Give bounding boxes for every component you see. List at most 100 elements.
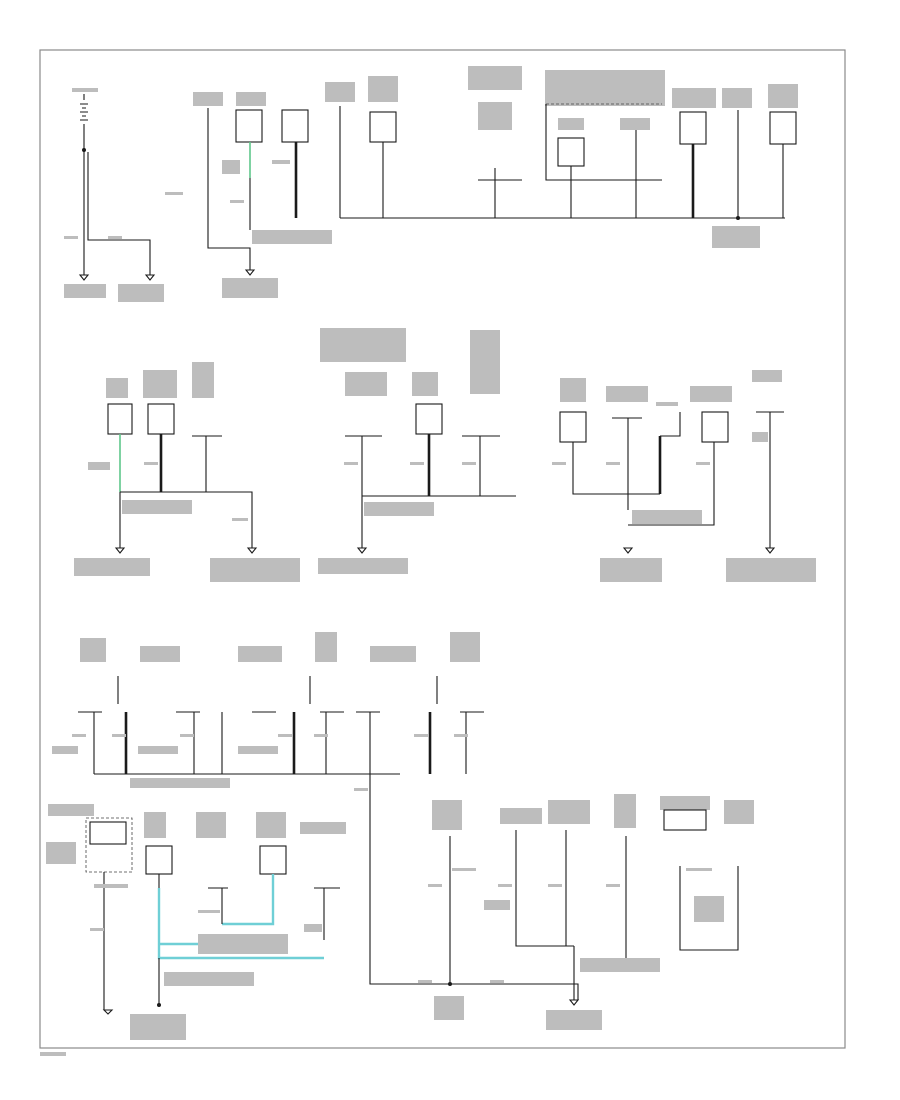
wire-label bbox=[548, 884, 562, 887]
component-group-mid-left bbox=[74, 362, 300, 582]
component-box bbox=[701, 411, 729, 443]
wire-label bbox=[344, 462, 358, 465]
wire-label bbox=[232, 518, 248, 521]
ground-point-label bbox=[726, 558, 816, 582]
component-label bbox=[193, 92, 223, 106]
wire-label bbox=[752, 432, 768, 442]
splice bbox=[448, 982, 452, 986]
note-label bbox=[48, 804, 94, 816]
ground-symbol bbox=[356, 547, 368, 554]
wire bbox=[345, 435, 516, 548]
splice-label bbox=[580, 958, 660, 972]
component-group-mid-center bbox=[318, 328, 516, 574]
component-label bbox=[325, 82, 355, 102]
wire-label bbox=[272, 160, 290, 164]
splice-label bbox=[130, 778, 230, 788]
component-box bbox=[145, 845, 173, 875]
wire bbox=[572, 412, 681, 510]
note-label bbox=[320, 328, 406, 362]
section-top bbox=[64, 66, 798, 302]
ground-point-label bbox=[118, 284, 164, 302]
footer-id-mark bbox=[40, 1052, 66, 1056]
splice bbox=[736, 216, 740, 220]
wire bbox=[478, 168, 522, 218]
battery-wires bbox=[83, 150, 151, 275]
ground-symbol bbox=[568, 946, 580, 1006]
component-label bbox=[256, 812, 286, 838]
wire bbox=[449, 830, 739, 984]
component-box bbox=[559, 411, 587, 443]
wire-label bbox=[108, 236, 122, 239]
wire-label bbox=[112, 734, 126, 737]
component-label bbox=[106, 378, 128, 398]
component-label bbox=[656, 402, 678, 406]
wire-label bbox=[90, 928, 104, 931]
component-box bbox=[557, 137, 585, 167]
component-label bbox=[143, 370, 177, 398]
component-box bbox=[415, 403, 443, 435]
wire-label bbox=[454, 734, 468, 737]
component-box bbox=[235, 109, 263, 143]
wire bbox=[119, 435, 253, 548]
component-label bbox=[238, 646, 282, 662]
ground-bus bbox=[369, 778, 579, 1000]
component-box bbox=[679, 111, 707, 145]
component-label bbox=[300, 822, 346, 834]
wire-label bbox=[278, 734, 292, 737]
component-label bbox=[558, 118, 584, 130]
wire bbox=[117, 676, 438, 704]
wire bbox=[207, 108, 251, 270]
section-middle bbox=[74, 328, 816, 582]
wire bbox=[628, 411, 784, 548]
component-label bbox=[752, 370, 782, 382]
wire-label bbox=[490, 980, 504, 983]
component-label bbox=[236, 92, 266, 106]
wire-label bbox=[94, 884, 128, 888]
ground-point-label bbox=[130, 1014, 186, 1040]
wire-label bbox=[428, 884, 442, 887]
component-label bbox=[470, 330, 500, 394]
ground-point-label bbox=[712, 226, 760, 248]
component-box bbox=[89, 821, 127, 845]
component-label bbox=[144, 812, 166, 838]
battery-ground-group bbox=[64, 88, 164, 302]
ground-point-label bbox=[318, 558, 408, 574]
component-box bbox=[259, 845, 287, 875]
component-box bbox=[107, 403, 133, 435]
wire-label bbox=[304, 924, 322, 932]
component-label bbox=[370, 646, 416, 662]
wire-label bbox=[498, 884, 512, 887]
component-group-bottom-right bbox=[369, 778, 754, 1030]
wire-label bbox=[410, 462, 424, 465]
splice-label bbox=[164, 972, 254, 986]
wire-label bbox=[418, 980, 432, 983]
battery-label bbox=[72, 88, 98, 92]
wire bbox=[103, 872, 340, 1010]
component-box bbox=[147, 403, 175, 435]
note-label bbox=[694, 896, 724, 922]
component-label bbox=[548, 800, 590, 824]
wire-label bbox=[198, 910, 220, 913]
component-label bbox=[724, 800, 754, 824]
connector-label bbox=[238, 746, 278, 754]
wire-label bbox=[64, 236, 78, 239]
note-label bbox=[545, 70, 665, 106]
component-label bbox=[450, 632, 480, 662]
ground-point-label bbox=[74, 558, 150, 576]
wire-label bbox=[354, 788, 368, 791]
component-label bbox=[500, 808, 542, 824]
component-label bbox=[412, 372, 438, 396]
component-label bbox=[432, 800, 462, 830]
component-label bbox=[620, 118, 650, 130]
connector-outline bbox=[545, 104, 662, 181]
wire bbox=[78, 711, 484, 778]
section-bottom bbox=[46, 778, 754, 1040]
component-label bbox=[478, 102, 512, 130]
wire-label bbox=[88, 462, 110, 470]
ground-symbols bbox=[114, 547, 258, 554]
connector-label bbox=[52, 746, 78, 754]
component-label bbox=[614, 794, 636, 828]
wire bbox=[339, 106, 384, 218]
wire-label bbox=[462, 462, 476, 465]
